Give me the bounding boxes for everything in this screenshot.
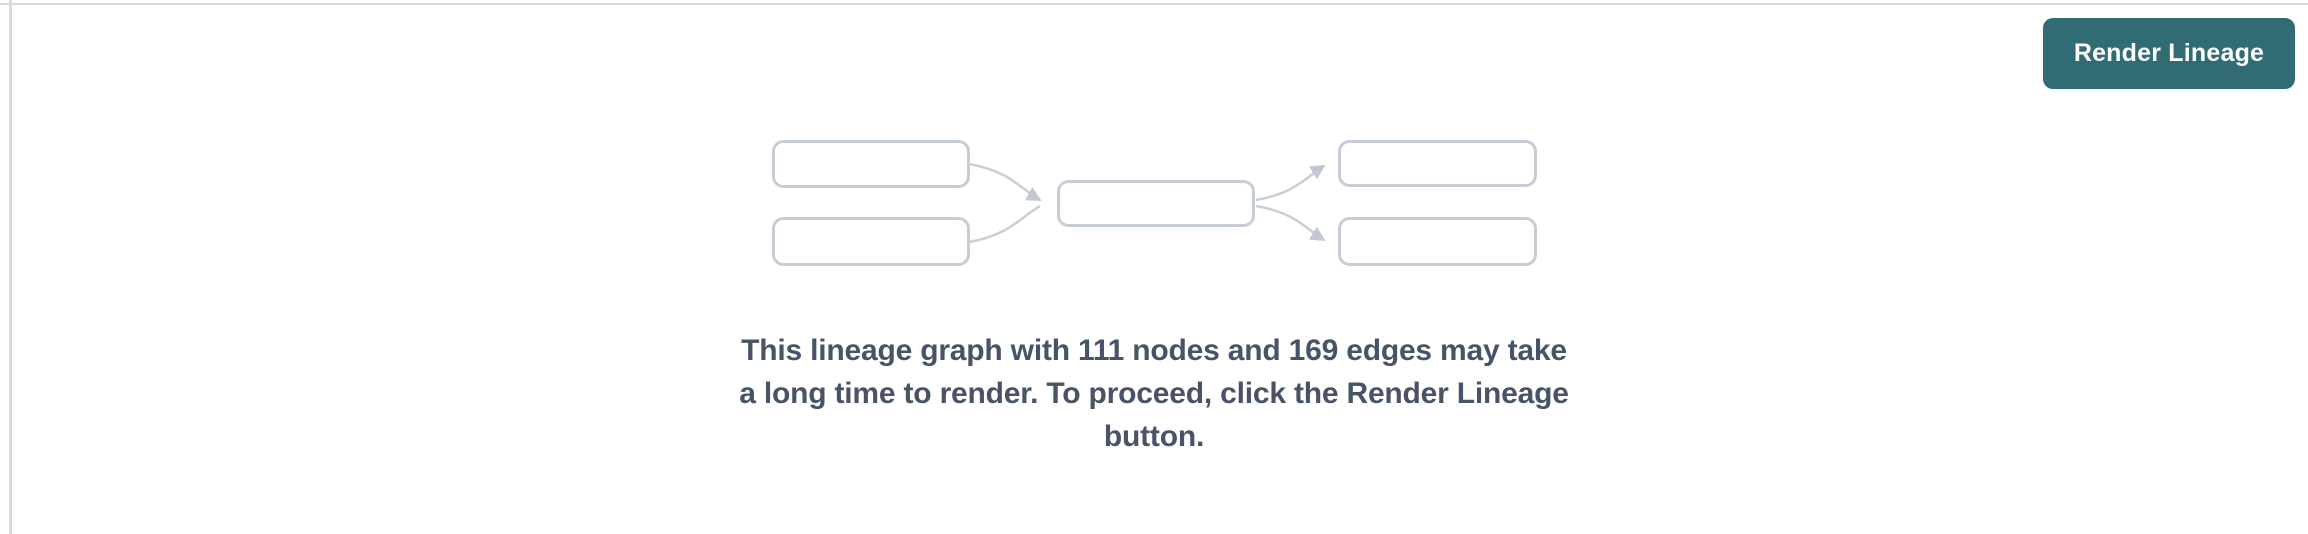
panel-left-border [9, 0, 12, 534]
node-box-right-top [1338, 140, 1537, 187]
render-warning-line-2: a long time to render. To proceed, click… [739, 377, 1569, 410]
lineage-empty-state: This lineage graph with 111 nodes and 16… [704, 0, 1604, 534]
node-box-left-bottom [772, 217, 970, 266]
node-box-right-bottom [1338, 217, 1537, 266]
lineage-graph-illustration [772, 140, 1537, 266]
edge-arrow-right-top [1255, 164, 1326, 202]
render-warning-line-3: button. [1103, 420, 1205, 453]
render-lineage-button[interactable]: Render Lineage [2043, 18, 2295, 89]
node-box-middle [1057, 180, 1255, 227]
edge-arrow-right-bottom [1255, 204, 1326, 242]
render-lineage-button-label: Render Lineage [2073, 39, 2265, 67]
edge-arrow-left-bottom [968, 204, 1041, 244]
edge-arrow-left-top [968, 162, 1042, 202]
panel-top-border [0, 3, 2308, 5]
render-warning-message: This lineage graph with 111 nodes and 16… [704, 329, 1604, 458]
render-warning-line-1: This lineage graph with 111 nodes and 16… [741, 334, 1567, 367]
node-box-left-top [772, 140, 970, 188]
